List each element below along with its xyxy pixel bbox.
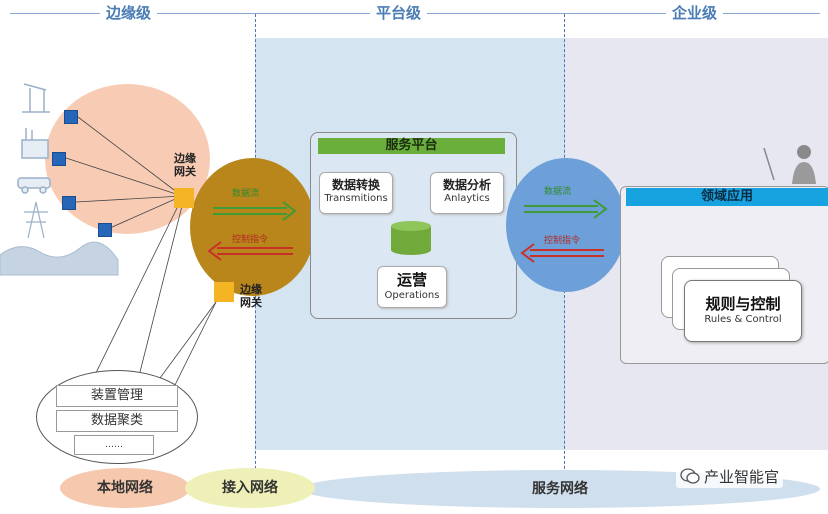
edge-arrows: [207, 201, 297, 261]
data-arrow-right: [524, 199, 608, 219]
tier-label-platform: 平台级: [370, 2, 428, 23]
wechat-icon: [680, 468, 700, 484]
rules-control-en: Rules & Control: [704, 314, 782, 325]
more-item: ……: [74, 435, 154, 455]
tier-label-enterprise: 企业级: [666, 2, 724, 23]
device-node-3: [62, 196, 76, 210]
data-transform-box: 数据转换 Transmitions: [319, 172, 393, 214]
device-node-1: [64, 110, 78, 124]
control-arrow-left: [520, 243, 604, 263]
edge-gateway-bottom: [214, 282, 234, 302]
control-arrow-left: [207, 241, 293, 261]
oil-pump-icon: [22, 83, 50, 113]
user-at-desk-icon: [763, 145, 816, 184]
service-platform-title: 服务平台: [318, 138, 505, 154]
data-analytics-cn: 数据分析: [442, 178, 491, 192]
device-node-2: [52, 152, 66, 166]
database-icon: [391, 221, 431, 255]
edge-control-label: 控制指令: [232, 235, 269, 245]
car-icon: [17, 177, 51, 194]
platform-control-label: 控制指令: [544, 236, 581, 246]
device-node-4: [98, 223, 112, 237]
factory-icon: [21, 128, 49, 159]
power-tower-icon: [24, 201, 48, 239]
edge-gateway-bottom-label: 边缘 网关: [240, 283, 262, 309]
data-transform-cn: 数据转换: [331, 178, 380, 192]
access-network-pill: 接入网络: [185, 468, 315, 508]
watermark: 产业智能官: [676, 464, 784, 488]
tier-label-edge: 边缘级: [100, 2, 158, 23]
device-icons: [0, 83, 119, 276]
platform-arrows: [520, 199, 608, 263]
industrial-scene-icon: [0, 241, 119, 276]
rules-control-cn: 规则与控制: [705, 295, 781, 313]
rules-control-card: 规则与控制 Rules & Control: [684, 280, 802, 342]
platform-access-oval: [506, 158, 626, 292]
edge-data-flow-label: 数据流: [232, 189, 260, 199]
data-arrow-right: [213, 201, 297, 221]
edge-access-oval: [190, 158, 315, 296]
platform-data-flow-label: 数据流: [544, 187, 572, 197]
watermark-text: 产业智能官: [704, 467, 780, 486]
data-analytics-box: 数据分析 Anlaytics: [430, 172, 504, 214]
data-analytics-en: Anlaytics: [444, 193, 490, 204]
operations-en: Operations: [384, 290, 440, 301]
edge-gateway-top: [174, 188, 194, 208]
device-management-item: 装置管理: [56, 385, 178, 407]
operations-box: 运营 Operations: [377, 266, 447, 308]
operations-cn: 运营: [396, 271, 427, 289]
edge-gateway-top-label: 边缘 网关: [174, 152, 196, 178]
local-network-pill: 本地网络: [60, 468, 190, 508]
domain-app-title: 领域应用: [626, 188, 828, 206]
data-clustering-item: 数据聚类: [56, 410, 178, 432]
data-transform-en: Transmitions: [324, 193, 388, 204]
